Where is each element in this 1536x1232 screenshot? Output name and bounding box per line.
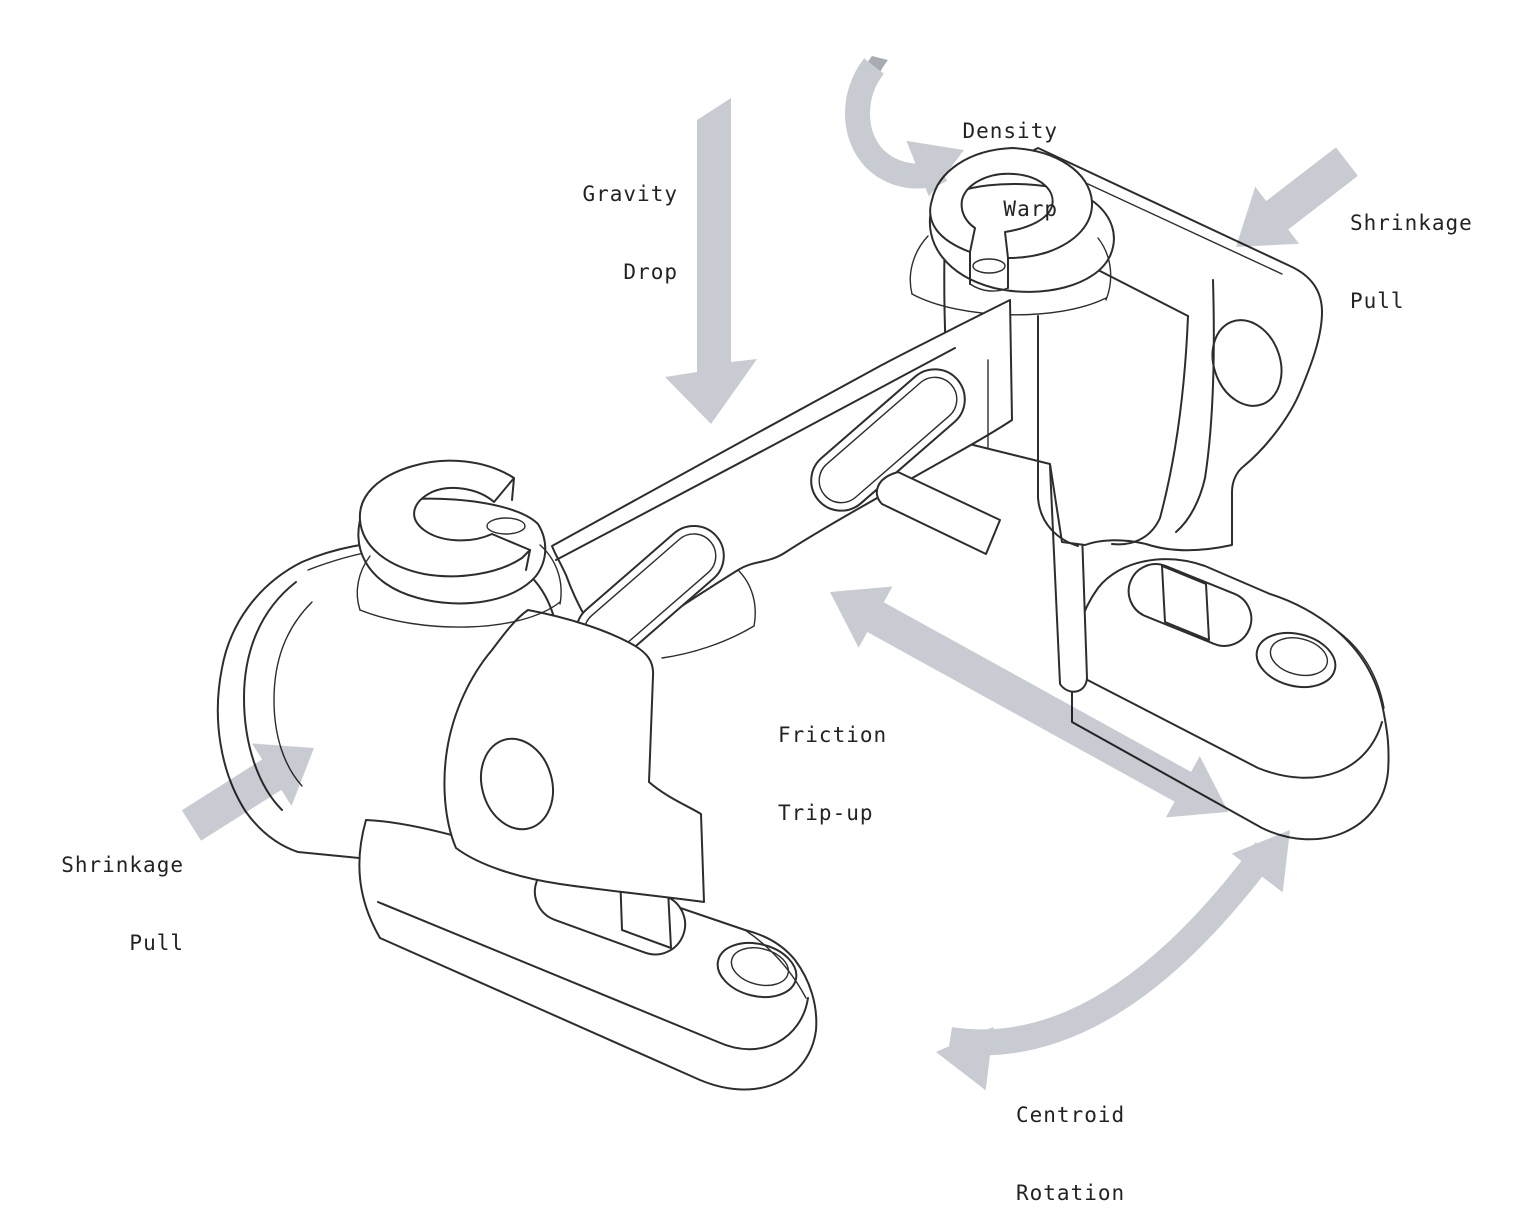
- centroid-rotation-arrow: [936, 830, 1290, 1091]
- cross-tube: [875, 471, 1001, 555]
- label-shrinkage-pull-right: Shrinkage Pull: [1350, 211, 1473, 313]
- left-lug-plate: [443, 609, 705, 903]
- friction-trip-up-arrow: [830, 586, 1229, 818]
- right-c-boss: [909, 147, 1115, 316]
- gravity-drop-arrow: [665, 98, 757, 424]
- shrinkage-pull-right-arrow: [1236, 147, 1358, 247]
- label-density-warp: Density Warp: [962, 119, 1058, 221]
- density-warp-arrow: [845, 56, 964, 197]
- part-line-drawing: [181, 56, 1390, 1091]
- left-c-boss: [356, 459, 562, 628]
- connecting-arm: [551, 299, 1079, 664]
- right-clamp-block: [909, 147, 1390, 841]
- label-centroid-rotation: Centroid Rotation: [1016, 1103, 1126, 1205]
- shrinkage-pull-left-arrow: [181, 743, 314, 841]
- label-gravity-drop: Gravity Drop: [582, 182, 678, 284]
- arm-right-slot: [810, 368, 966, 512]
- diagram-canvas: Gravity Drop Density Warp Shrinkage Pull…: [61, 56, 1473, 1205]
- label-shrinkage-pull-left: Shrinkage Pull: [61, 853, 184, 955]
- left-clamp-block: [216, 459, 818, 1091]
- label-friction-trip-up: Friction Trip-up: [778, 723, 888, 825]
- annotation-arrows: [181, 56, 1358, 1091]
